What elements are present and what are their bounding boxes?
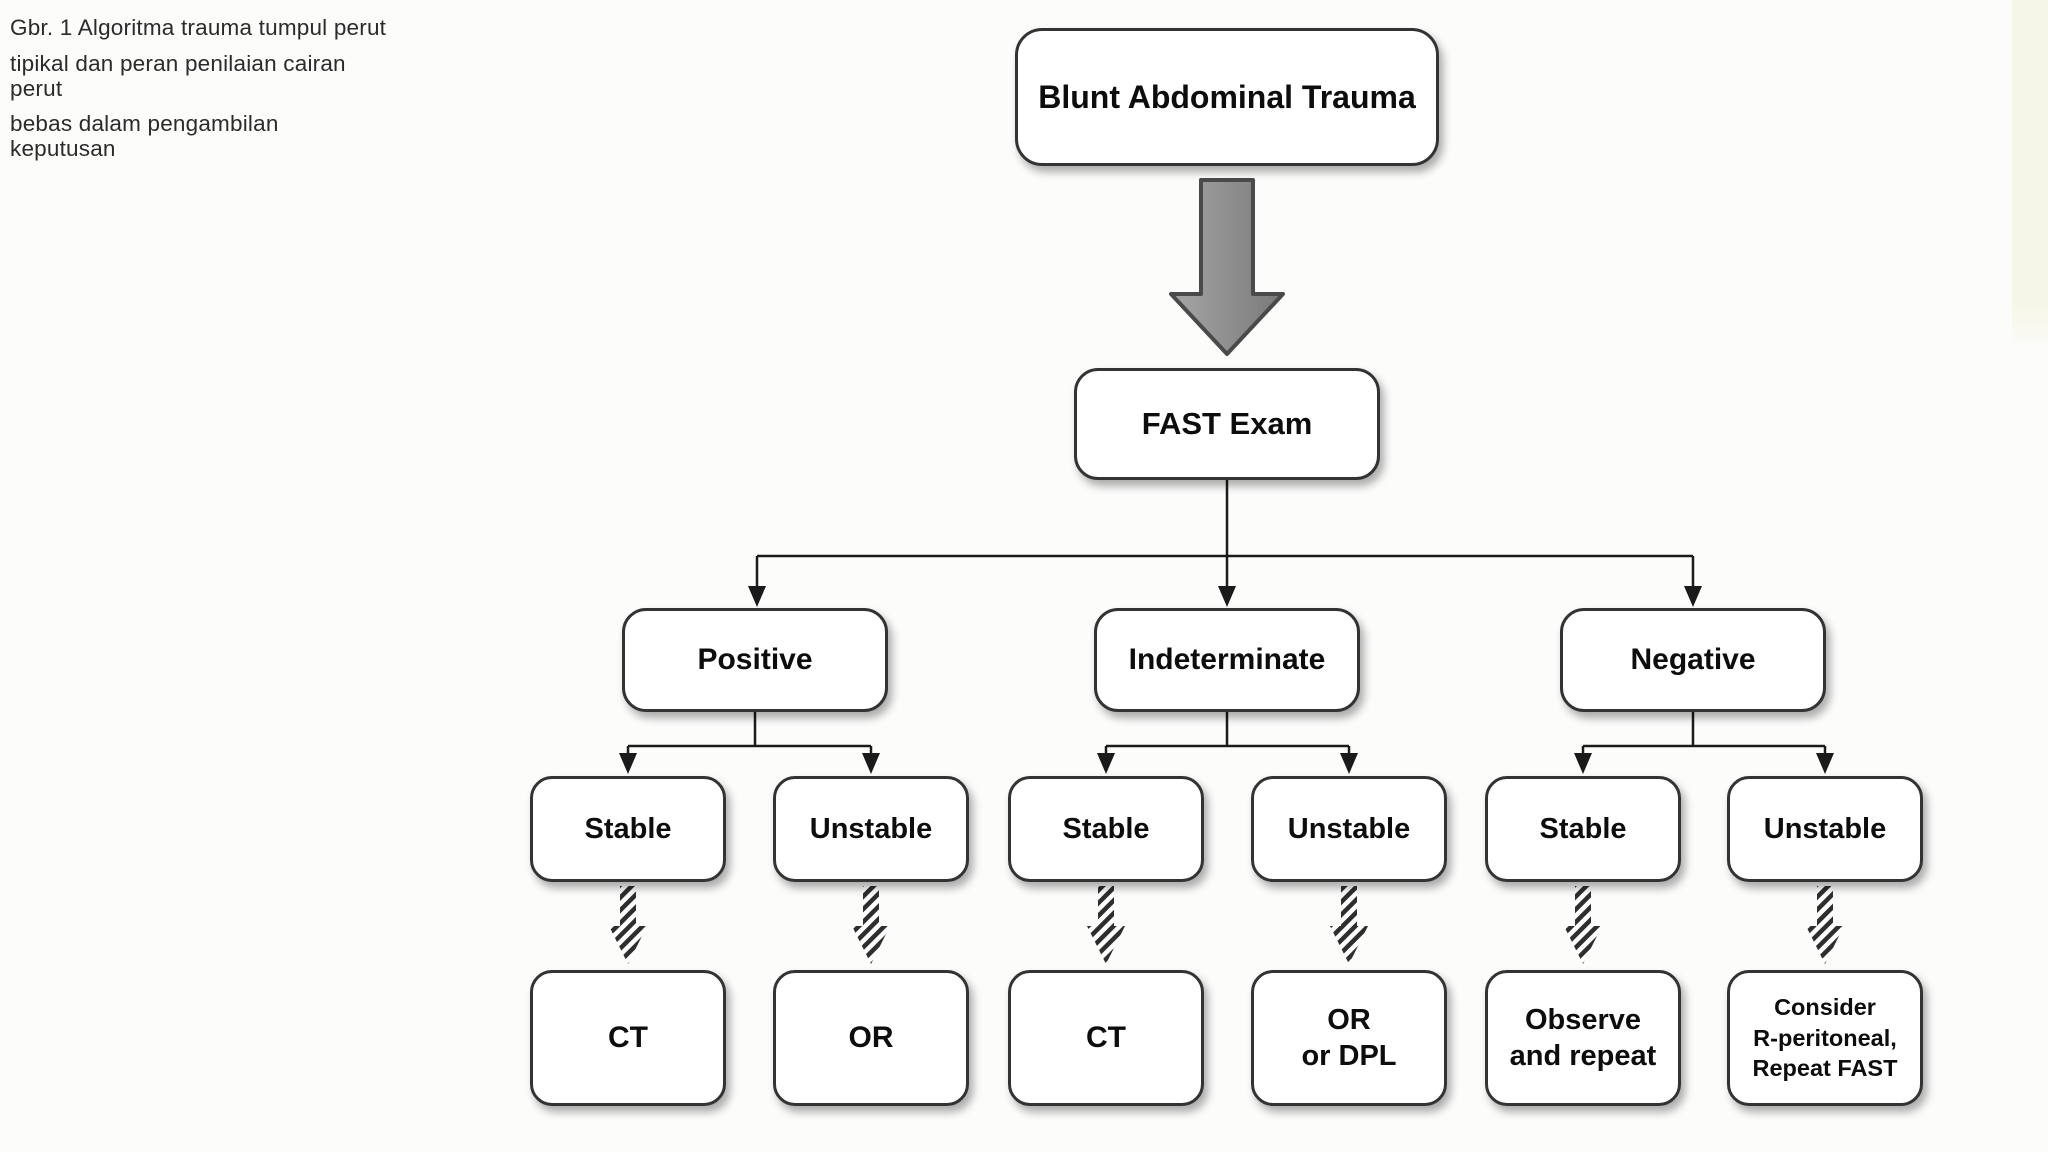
hatched-arrow-4 [1330,886,1368,964]
node-label-line: Observe [1524,1003,1642,1036]
node-label: Blunt Abdominal Trauma [1038,79,1416,115]
hatched-arrow-5 [1564,886,1602,964]
node-indeterminate: Indeterminate [1094,608,1360,712]
caption-line-3: bebas dalam pengambilan keputusan [10,111,279,161]
arrowhead-to-positive [748,586,766,607]
node-label: Negative [1630,643,1756,677]
indeterminate-split-connector [1097,712,1358,774]
node-label: Stable [584,812,672,845]
node-positive-unstable: Unstable [773,776,969,882]
positive-split-connector [619,712,880,774]
arrowhead-to-indeterminate [1218,586,1236,607]
node-label: Stable [1062,812,1150,845]
node-label-line: Repeat FAST [1752,1055,1898,1082]
node-label-line: and repeat [1509,1040,1657,1072]
fast-branch-connectors [748,480,1702,607]
node-indeterminate-unstable: Unstable [1251,776,1447,882]
caption-line-2: tipikal dan peran penilaian cairan perut [10,50,346,101]
node-label: CT [608,1021,648,1055]
node-label: Unstable [1287,812,1411,845]
node-label-line: Consider [1774,994,1876,1021]
hatched-arrow-2 [852,886,890,964]
node-indeterminate-stable: Stable [1008,776,1204,882]
node-outcome-ct-2: CT [1008,970,1204,1106]
node-label-line: or DPL [1301,1040,1397,1072]
node-label: Indeterminate [1128,643,1326,677]
hatched-arrow-6 [1806,886,1844,964]
node-fast-exam: FAST Exam [1074,368,1380,480]
node-negative: Negative [1560,608,1826,712]
node-label-line: R-peritoneal, [1753,1024,1897,1051]
node-positive-stable: Stable [530,776,726,882]
big-down-arrow [1169,178,1285,356]
node-negative-stable: Stable [1485,776,1681,882]
hatched-arrows [609,886,1844,964]
node-outcome-observe-and-repeat: Observe and repeat [1485,970,1681,1106]
node-negative-unstable: Unstable [1727,776,1923,882]
figure-caption: Gbr. 1 Algoritma trauma tumpul perut tip… [10,15,390,173]
node-label: FAST Exam [1141,405,1313,441]
node-label-line: OR [1327,1003,1371,1036]
node-outcome-consider-rperitoneal-repeat-fast: Consider R-peritoneal, Repeat FAST [1727,970,1923,1106]
node-outcome-or-or-dpl: OR or DPL [1251,970,1447,1106]
node-label: Stable [1539,812,1627,845]
caption-line-1: Gbr. 1 Algoritma trauma tumpul perut [10,15,387,40]
negative-split-connector [1574,712,1834,774]
node-outcome-ct-1: CT [530,970,726,1106]
node-positive: Positive [622,608,888,712]
node-outcome-or: OR [773,970,969,1106]
hatched-arrow-3 [1087,886,1125,964]
hatched-arrow-1 [609,886,647,964]
arrowhead-to-negative [1684,586,1702,607]
node-label: Unstable [1763,812,1887,845]
page-edge-strip [2012,0,2048,352]
node-label: Positive [697,643,813,677]
node-label: CT [1086,1021,1126,1055]
node-label: Unstable [809,812,933,845]
node-blunt-abdominal-trauma: Blunt Abdominal Trauma [1015,28,1439,166]
node-label: OR [848,1021,894,1055]
